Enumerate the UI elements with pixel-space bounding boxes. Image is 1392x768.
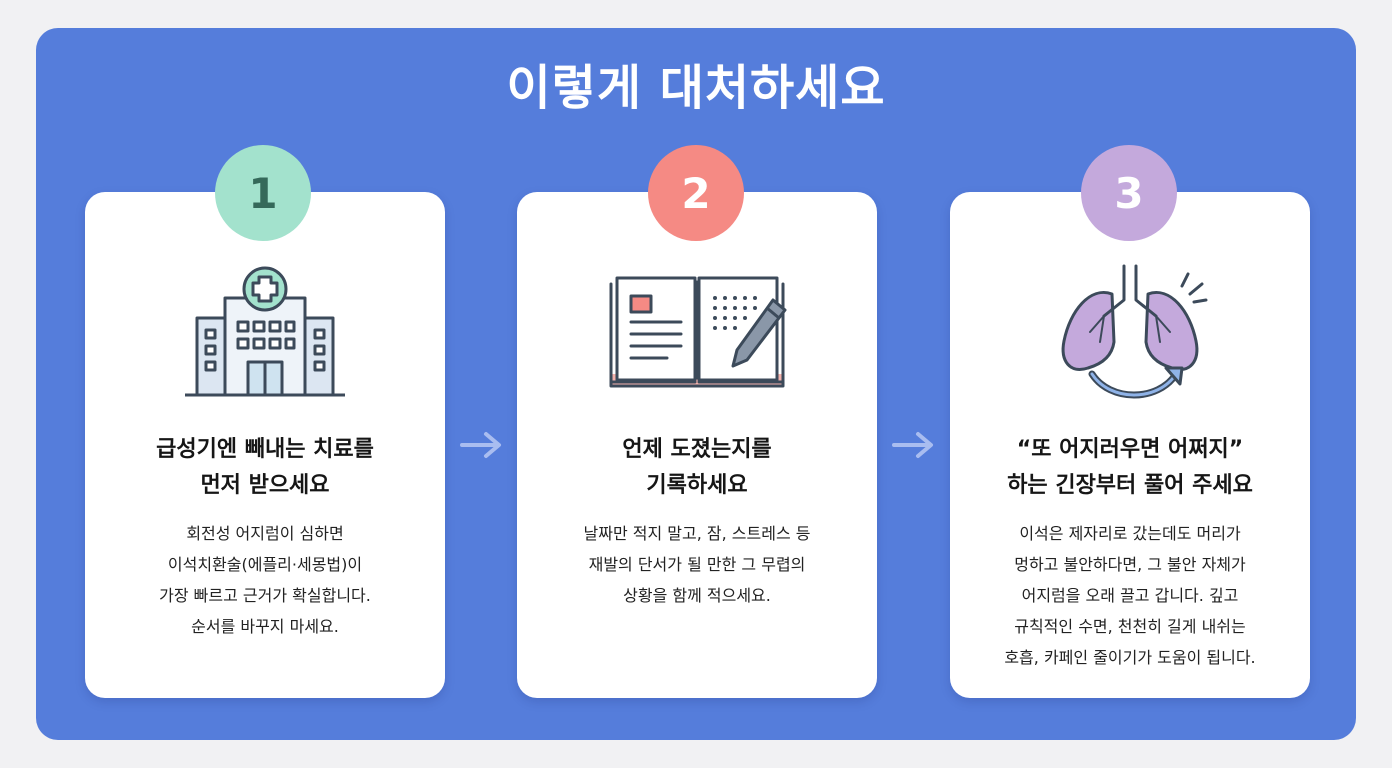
title-line: 기록하세요 [646, 473, 748, 498]
step-2-card: 언제 도졌는지를 기록하세요 날짜만 적지 말고, 잠, 스트레스 등 재발의 … [517, 192, 877, 698]
step-1-title: 급성기엔 빼내는 치료를 먼저 받으세요 [85, 432, 445, 504]
body-line: 가장 빠르고 근거가 확실합니다. [159, 586, 371, 605]
step-2-description: 날짜만 적지 말고, 잠, 스트레스 등 재발의 단서가 될 만한 그 무렵의 … [517, 518, 877, 611]
body-line: 어지럼을 오래 끌고 갑니다. 깊고 [1021, 586, 1239, 605]
step-2-badge: 2 [648, 145, 744, 241]
step-number: 2 [681, 168, 711, 218]
lungs-icon [1061, 264, 1208, 399]
title-line: “또 어지러우면 어쩌지” [1016, 437, 1244, 462]
arrow-right-icon [892, 432, 933, 458]
title-line: 하는 긴장부터 풀어 주세요 [1007, 473, 1253, 498]
title-line: 언제 도졌는지를 [622, 437, 772, 462]
arrow-right-icon [460, 432, 501, 458]
body-line: 규칙적인 수면, 천천히 길게 내쉬는 [1014, 617, 1246, 636]
step-number: 1 [248, 168, 278, 218]
step-3-title: “또 어지러우면 어쩌지” 하는 긴장부터 풀어 주세요 [950, 432, 1310, 504]
body-line: 재발의 단서가 될 만한 그 무렵의 [588, 555, 806, 574]
step-3-badge: 3 [1081, 145, 1177, 241]
body-line: 멍하고 불안하다면, 그 불안 자체가 [1014, 555, 1246, 574]
title-line: 급성기엔 빼내는 치료를 [156, 437, 374, 462]
title-line: 먼저 받으세요 [200, 473, 330, 498]
step-3-card: “또 어지러우면 어쩌지” 하는 긴장부터 풀어 주세요 이석은 제자리로 갔는… [950, 192, 1310, 698]
body-line: 상황을 함께 적으세요. [623, 586, 771, 605]
body-line: 호흡, 카페인 줄이기가 도움이 됩니다. [1004, 648, 1256, 667]
step-1-badge: 1 [215, 145, 311, 241]
step-2-title: 언제 도졌는지를 기록하세요 [517, 432, 877, 504]
body-line: 순서를 바꾸지 마세요. [191, 617, 339, 636]
hospital-icon [185, 266, 345, 397]
body-line: 회전성 어지럼이 심하면 [186, 524, 344, 543]
step-number: 3 [1114, 168, 1144, 218]
page-title: 이렇게 대처하세요 [506, 60, 886, 116]
step-1-card: 급성기엔 빼내는 치료를 먼저 받으세요 회전성 어지럼이 심하면 이석치환술(… [85, 192, 445, 698]
body-line: 이석치환술(에플리·세몽법)이 [167, 555, 363, 574]
notebook-icon [609, 276, 787, 388]
step-3-description: 이석은 제자리로 갔는데도 머리가 멍하고 불안하다면, 그 불안 자체가 어지… [950, 518, 1310, 673]
body-line: 날짜만 적지 말고, 잠, 스트레스 등 [583, 524, 811, 543]
step-1-description: 회전성 어지럼이 심하면 이석치환술(에플리·세몽법)이 가장 빠르고 근거가 … [85, 518, 445, 642]
body-line: 이석은 제자리로 갔는데도 머리가 [1019, 524, 1241, 543]
